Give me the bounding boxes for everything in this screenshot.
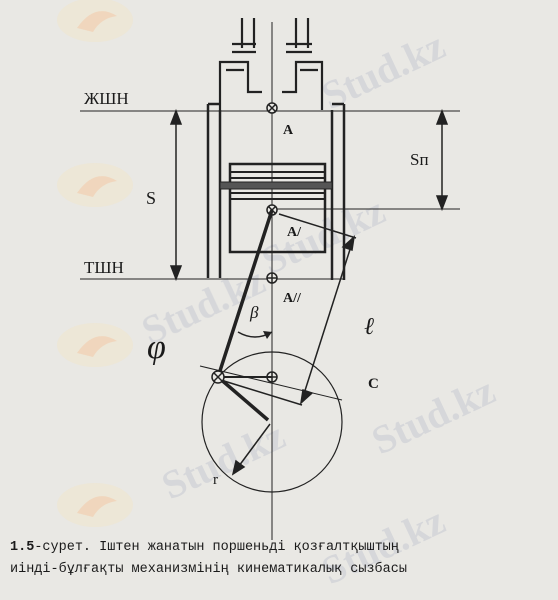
watermark-logo-icon [57, 323, 133, 367]
radius-arrow [231, 423, 271, 476]
piston [219, 162, 333, 254]
crank-reference-line [199, 365, 343, 401]
caption-line-2: иінді-бұлғақты механизмінің кинематикалы… [10, 562, 407, 577]
center-label: C [368, 376, 379, 392]
valve-assembly [218, 18, 324, 110]
stroke-label: S [146, 188, 156, 208]
point-a2-label: A// [283, 291, 302, 306]
crank-arm [216, 375, 270, 422]
crank-pin-marker [211, 370, 225, 384]
stroke-dimension [169, 108, 183, 282]
phi-label: φ [147, 329, 166, 366]
watermark-text: Stud.kz [255, 187, 392, 283]
point-a1-label: A/ [287, 225, 302, 240]
watermark-text: Stud.kz [365, 367, 502, 463]
connecting-rod [216, 209, 274, 378]
cylinder [206, 102, 346, 280]
watermark-text: Stud.kz [155, 412, 292, 508]
rod-length-dimension [223, 213, 357, 406]
figure-caption: 1.5-сурет. Іштен жанатын поршеньді қозға… [10, 537, 550, 581]
partial-stroke-label: Sп [410, 150, 429, 169]
watermark-logo-icon [57, 0, 133, 42]
beta-arrow [263, 331, 272, 339]
watermark-logo-icon [57, 163, 133, 207]
partial-stroke-dimension [435, 108, 449, 212]
bdc-label: ТШН [84, 258, 124, 277]
crank-circle [201, 351, 343, 493]
tdc-label: ЖШН [84, 89, 129, 108]
rod-length-label: ℓ [364, 314, 374, 340]
beta-label: β [249, 303, 259, 322]
point-a-label: A [283, 123, 294, 138]
caption-text-1: -сурет. Іштен жанатын поршеньді қозғалтқ… [34, 540, 399, 555]
watermark-logo-icon [57, 483, 133, 527]
figure-number: 1.5 [10, 540, 35, 555]
caption-line-1: 1.5-сурет. Іштен жанатын поршеньді қозға… [10, 537, 550, 559]
radius-label: r [213, 472, 218, 488]
